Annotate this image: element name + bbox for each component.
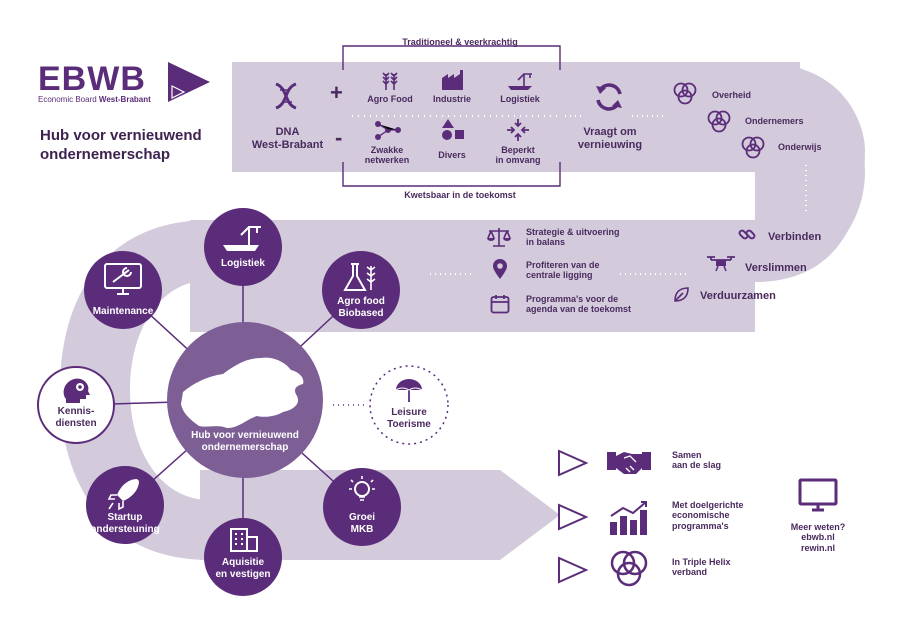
- sat-aquisitie-label: Aquisitie en vestigen: [215, 557, 271, 580]
- triple-helix-icon: [741, 136, 765, 159]
- leisure-circle: [369, 365, 449, 445]
- sat-aquisitie-circle: [204, 518, 282, 596]
- sat-startup-label: Startup ondersteuning: [90, 512, 160, 535]
- strategy-agenda: Programma's voor de agenda van de toekom…: [526, 294, 632, 315]
- bar-chart-icon: [610, 501, 647, 535]
- compress-icon: [507, 119, 529, 141]
- location-pin-icon: [493, 259, 507, 279]
- sat-agro-circle: [322, 251, 400, 329]
- action-verbinden: Verbinden: [768, 231, 822, 243]
- wheat-icon: [382, 72, 398, 90]
- link-icon: [738, 229, 756, 240]
- sat-maintenance-label: Maintenance: [92, 306, 154, 317]
- minus-sign: -: [335, 125, 343, 150]
- sat-groei-circle: [323, 468, 401, 546]
- monitor-icon[interactable]: [798, 478, 838, 514]
- dna-label: DNA West-Brabant: [251, 126, 324, 151]
- shapes-icon: [442, 119, 464, 140]
- factory-icon: [442, 70, 463, 90]
- balance-icon: [487, 228, 511, 247]
- hub-circle: [167, 322, 323, 478]
- sat-logistiek-label: Logistiek: [221, 258, 265, 269]
- ebwb-logo[interactable]: EBWB Economic Board West-Brabant: [38, 60, 228, 116]
- drone-icon: [707, 256, 735, 272]
- network-icon: [375, 121, 401, 140]
- hub-center-label: Hub voor vernieuwend ondernemerschap: [191, 430, 299, 453]
- weakness-beperkt: Beperkt in omvang: [495, 145, 541, 166]
- sat-kennis-label: Kennis- diensten: [55, 406, 97, 429]
- strategy-balance: Strategie & uitvoering in balans: [526, 227, 620, 248]
- vulnerable-label: Kwetsbaar in de toekomst: [404, 190, 516, 200]
- strength-agro-food: Agro Food: [367, 94, 413, 104]
- play-outline-icon: [558, 556, 589, 584]
- plus-sign: +: [330, 80, 343, 105]
- logo-subtitle-bold: West-Brabant: [98, 95, 151, 104]
- traditional-label: Traditioneel & veerkrachtig: [402, 37, 518, 47]
- triple-helix-icon: [707, 110, 731, 133]
- helix-ondernemers: Ondernemers: [745, 116, 804, 126]
- leisure-label: Leisure Toerisme: [387, 407, 431, 430]
- outcome-programmas: Met doelgerichte economische programma's: [672, 500, 744, 531]
- calendar-icon: [490, 295, 510, 314]
- dna-icon: [275, 82, 297, 110]
- strategy-location: Profiteren van de centrale ligging: [526, 260, 600, 281]
- triple-helix-icon: [673, 82, 697, 105]
- action-verduurzamen: Verduurzamen: [700, 290, 776, 302]
- handshake-icon: [607, 452, 651, 474]
- outcome-triple-helix: In Triple Helix verband: [672, 557, 731, 578]
- weakness-netwerken: Zwakke netwerken: [364, 145, 410, 166]
- play-outline-icon: [558, 449, 589, 477]
- play-outline-icon: [558, 503, 589, 531]
- refresh-icon: [596, 83, 622, 111]
- sat-startup-circle: [86, 466, 164, 544]
- logo-wordmark: EBWB: [38, 60, 146, 98]
- contact-info[interactable]: Meer weten? ebwb.nl rewin.nl: [790, 522, 846, 553]
- leaf-icon: [674, 287, 689, 302]
- action-verslimmen: Verslimmen: [745, 262, 807, 274]
- sat-groei-label: Groei MKB: [348, 512, 376, 535]
- logo-triangle-icon: [168, 62, 210, 102]
- helix-onderwijs: Onderwijs: [778, 142, 822, 152]
- page-title: Hub voor vernieuwend ondernemerschap: [40, 127, 202, 163]
- strength-industrie: Industrie: [432, 94, 471, 104]
- renewal-label: Vraagt om vernieuwing: [577, 126, 643, 151]
- logo-subtitle: Economic Board West-Brabant: [38, 95, 228, 104]
- strength-logistiek: Logistiek: [500, 94, 540, 104]
- crane-icon: [508, 73, 532, 90]
- sat-logistiek-circle: [204, 208, 282, 286]
- logo-subtitle-light: Economic Board: [38, 95, 99, 104]
- outcome-samen: Samen aan de slag: [672, 450, 722, 471]
- sat-kennis-circle: [37, 366, 115, 444]
- triple-helix-icon: [610, 550, 648, 587]
- sat-agro-label: Agro food Biobased: [337, 296, 385, 319]
- helix-overheid: Overheid: [712, 90, 752, 100]
- sat-maintenance-circle: [84, 251, 162, 329]
- weakness-divers: Divers: [438, 150, 466, 160]
